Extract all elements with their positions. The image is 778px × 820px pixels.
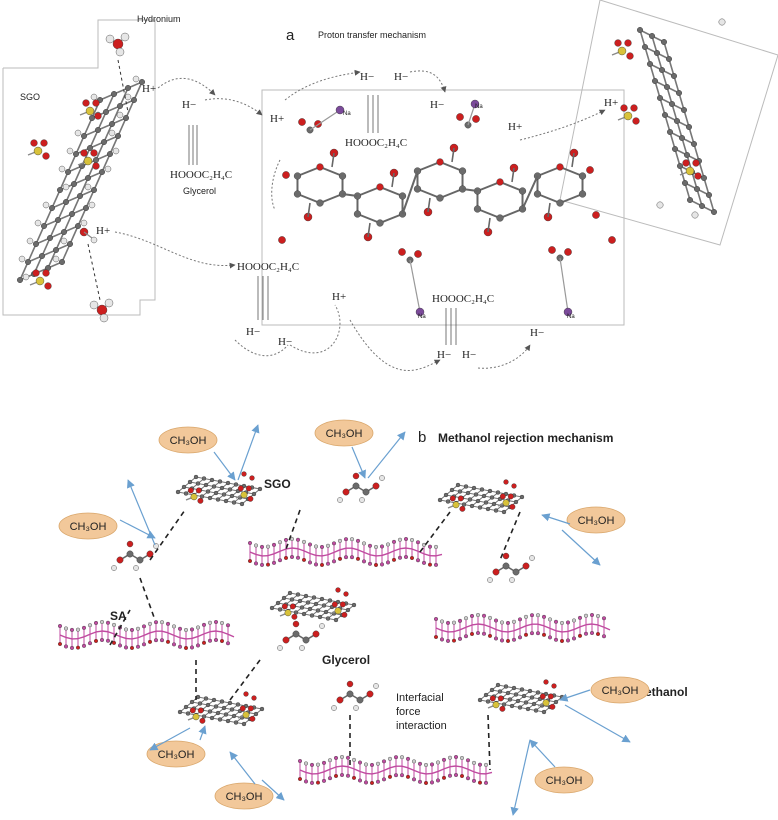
ch3oh-text: CH₃OH <box>326 428 363 440</box>
methanol-molecule-oval: CH₃OH <box>147 741 205 767</box>
sgo-sheet-right <box>612 19 725 218</box>
rejection-arrow <box>542 515 570 524</box>
rejection-arrow <box>368 432 405 478</box>
methanol-molecule-oval: CH₃OH <box>215 783 273 809</box>
h-minus-5: H− <box>246 326 260 338</box>
hydronium-molecule-top <box>106 33 129 56</box>
panel-b-title: Methanol rejection mechanism <box>438 431 613 445</box>
right-frame <box>560 0 778 245</box>
methanol-molecule-oval: CH₃OH <box>567 507 625 533</box>
glycerol-molecule <box>111 541 158 571</box>
glycerol-molecule <box>337 473 384 503</box>
sgo-label-b: SGO <box>264 477 291 491</box>
panel-b-letter: b <box>418 429 426 446</box>
interfacial-label-1: Interfacial <box>396 692 444 704</box>
rejection-arrow <box>562 530 600 565</box>
sgo-sheet <box>178 692 264 726</box>
alginate-chain <box>278 100 615 316</box>
h-minus-7: H− <box>437 349 451 361</box>
panel-b: b Methanol rejection mechanism SGO SA Gl… <box>58 420 687 815</box>
rejection-arrow <box>230 752 255 784</box>
sa-chain <box>248 537 442 567</box>
formula-glycerol: HOOOC₂H₄C <box>170 169 232 181</box>
methanol-molecule-oval: CH₃OH <box>315 420 373 446</box>
ch3oh-text: CH₃OH <box>546 775 583 787</box>
formula-left: HOOOC₂H₄C <box>237 261 299 273</box>
sa-chain <box>298 755 492 785</box>
rejection-arrow <box>530 740 555 767</box>
hydronium-label: Hydronium <box>137 14 181 24</box>
na-label-4: Na <box>567 314 575 320</box>
methanol-molecule-oval: CH₃OH <box>59 513 117 539</box>
interaction-bond <box>140 578 155 620</box>
h-plus-2: H+ <box>270 113 284 125</box>
hbond-lines <box>189 95 456 345</box>
rejection-arrow <box>560 690 590 700</box>
interaction-bond <box>488 715 490 770</box>
h-minus-6: H− <box>278 336 292 348</box>
h-minus-9: H− <box>530 327 544 339</box>
interfacial-label-3: interaction <box>396 720 447 732</box>
panel-b-molecules: CH₃OH CH₃OH CH₃OH CH₃OH CH₃OH CH₃OH CH₃OH CH₃OH <box>58 420 649 815</box>
ch3oh-text: CH₃OH <box>226 791 263 803</box>
methanol-molecule-oval: CH₃OH <box>535 767 593 793</box>
proton-transfer-arrows <box>115 71 605 371</box>
rejection-arrow <box>513 740 530 815</box>
sgo-sheet <box>478 680 564 714</box>
rejection-arrow <box>238 425 258 480</box>
sgo-label-a: SGO <box>20 92 40 102</box>
formula-upper: HOOOC₂H₄C <box>345 137 407 149</box>
rejection-arrow <box>200 726 205 740</box>
ch3oh-text: CH₃OH <box>578 515 615 527</box>
sa-chain <box>434 613 610 643</box>
interfacial-label-2: force <box>396 706 420 718</box>
panel-a-title: Proton transfer mechanism <box>318 30 426 40</box>
rejection-arrow <box>565 705 630 742</box>
h-minus-1: H− <box>182 99 196 111</box>
glycerol-label-a: Glycerol <box>183 186 216 196</box>
interaction-bond <box>150 510 185 560</box>
methanol-molecule-oval: CH₃OH <box>591 677 649 703</box>
h-plus-6: H+ <box>332 291 346 303</box>
rejection-arrow <box>352 447 365 478</box>
h-minus-8: H− <box>462 349 476 361</box>
panel-a: a Proton transfer mechanism Hydronium SG… <box>3 0 778 370</box>
h-plus-4: H+ <box>604 97 618 109</box>
h-plus-5: H+ <box>96 225 110 237</box>
glycerol-molecule <box>331 681 378 711</box>
na-label-1: Na <box>343 111 351 117</box>
h-plus-3: H+ <box>508 121 522 133</box>
sgo-sheet <box>270 588 356 622</box>
glycerol-molecule <box>277 621 324 651</box>
glycerol-molecule <box>487 553 534 583</box>
ch3oh-text: CH₃OH <box>158 749 195 761</box>
interaction-bond <box>500 512 520 560</box>
formula-right: HOOOC₂H₄C <box>432 293 494 305</box>
sgo-sheet <box>438 480 524 514</box>
rejection-arrow <box>120 520 155 538</box>
h-minus-3: H− <box>394 71 408 83</box>
h-minus-4: H− <box>430 99 444 111</box>
ch3oh-text: CH₃OH <box>70 521 107 533</box>
sgo-sheet <box>176 472 262 506</box>
panel-a-letter: a <box>286 27 295 44</box>
h-plus-1: H+ <box>142 83 156 95</box>
rejection-arrow <box>214 452 235 480</box>
methanol-molecule-oval: CH₃OH <box>159 427 217 453</box>
ch3oh-text: CH₃OH <box>170 435 207 447</box>
glycerol-label-b: Glycerol <box>322 653 370 667</box>
sa-chain <box>58 620 234 650</box>
h-minus-2: H− <box>360 71 374 83</box>
ch3oh-text: CH₃OH <box>602 685 639 697</box>
na-label-2: Na <box>475 104 483 110</box>
hydronium-molecule-bottom <box>90 299 113 322</box>
na-label-3: Na <box>418 314 426 320</box>
